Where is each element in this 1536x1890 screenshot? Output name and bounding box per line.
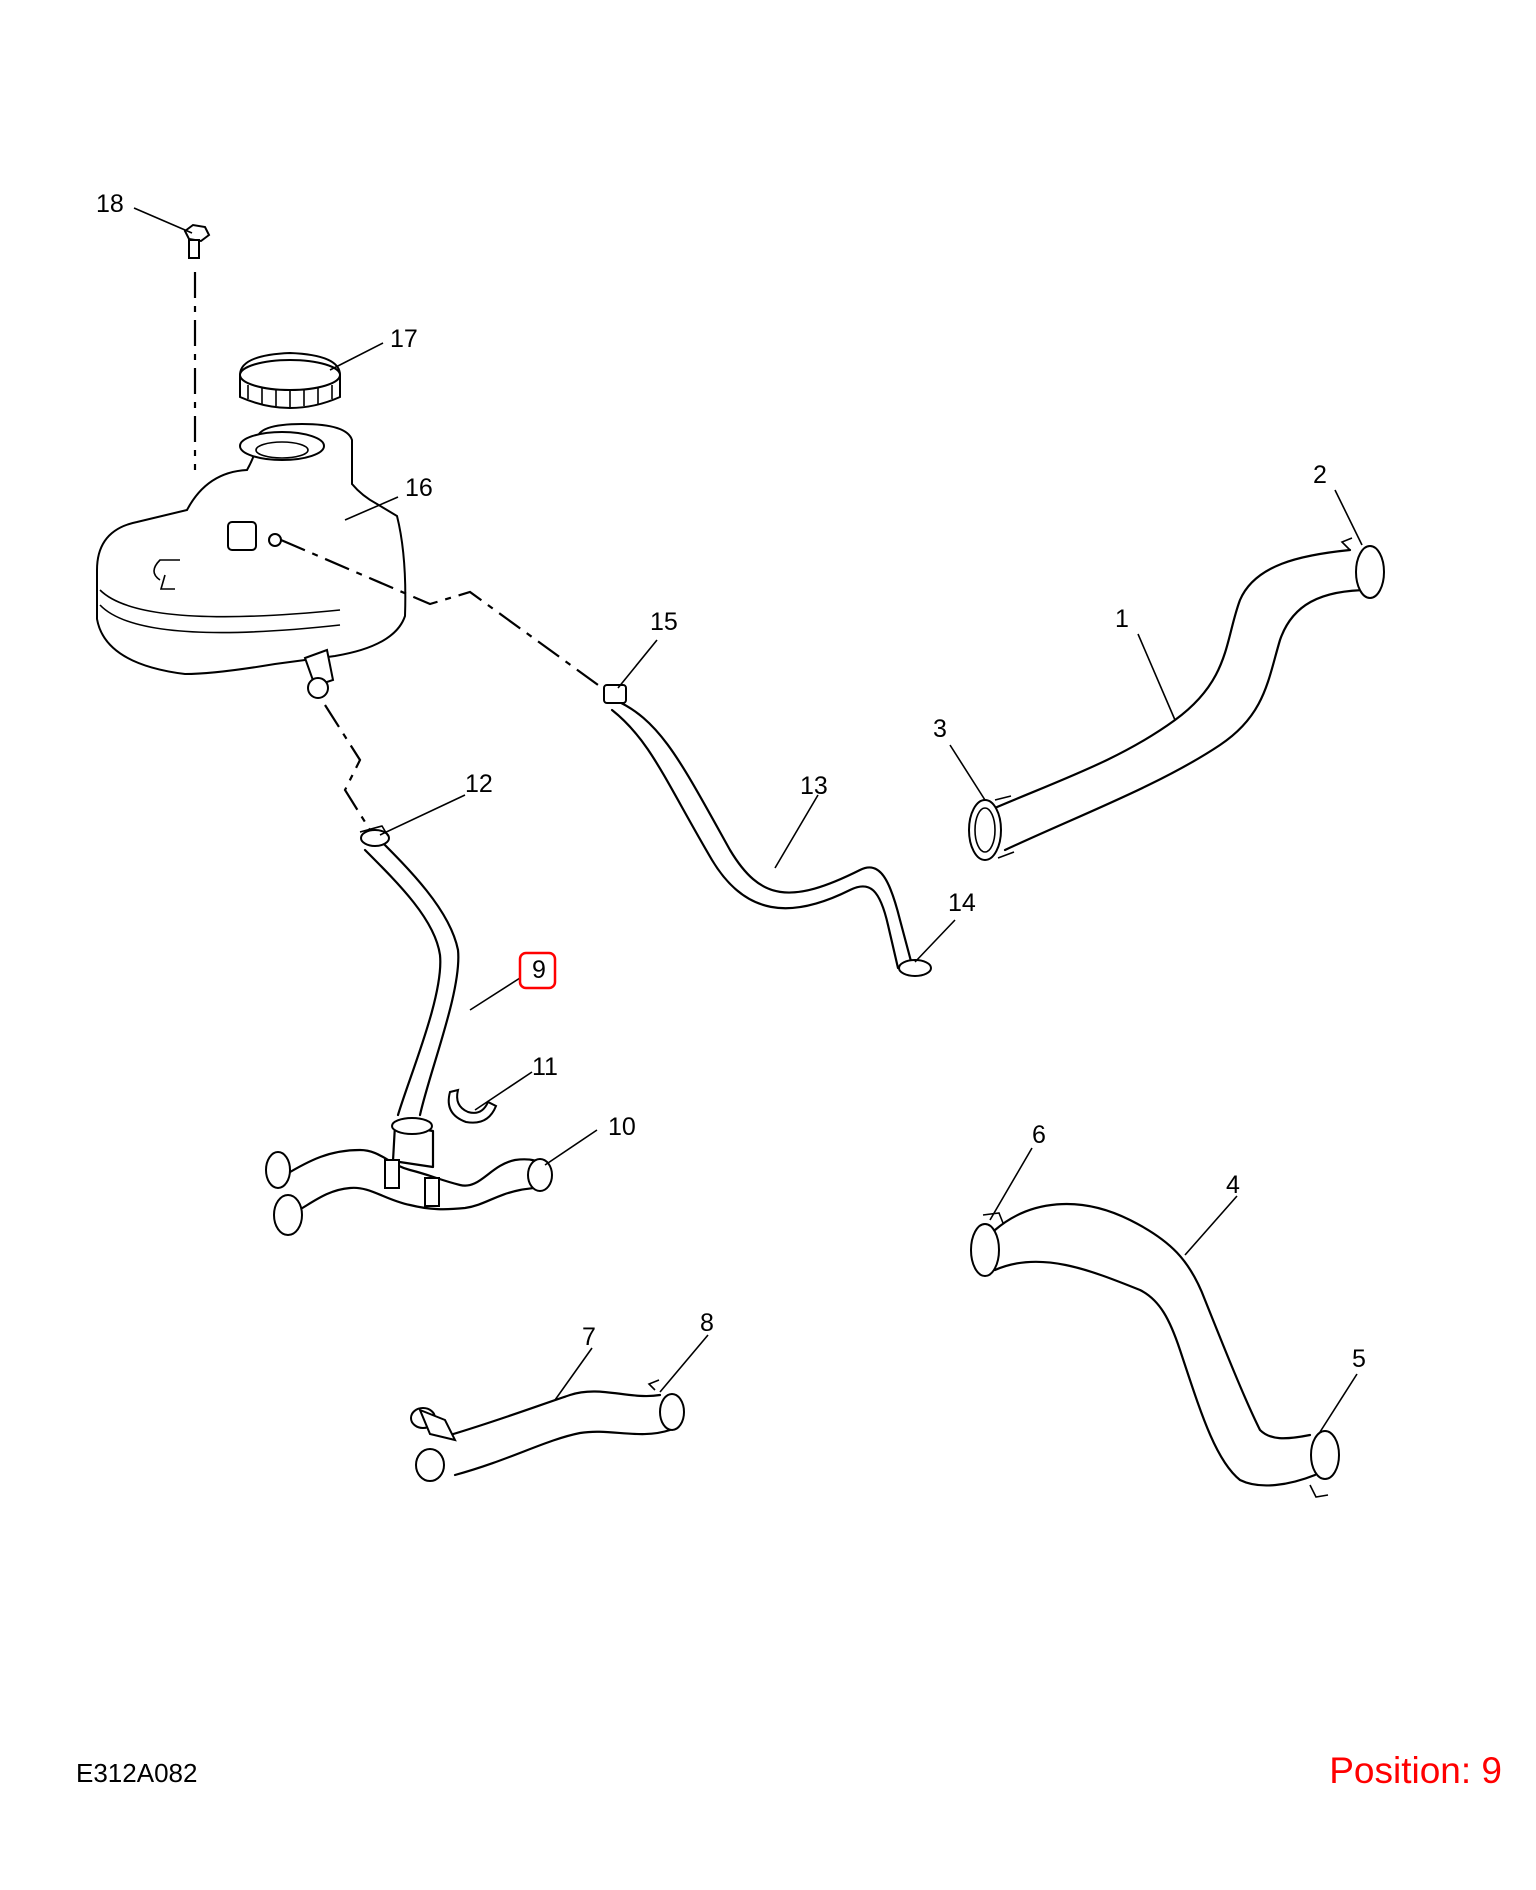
hose-13-part bbox=[603, 684, 932, 977]
callout-7: 7 bbox=[582, 1323, 596, 1351]
callout-16: 16 bbox=[405, 474, 433, 502]
callout-15: 15 bbox=[650, 608, 678, 636]
callout-6: 6 bbox=[1032, 1121, 1046, 1149]
hose-7-part bbox=[410, 1379, 685, 1482]
leader-lines bbox=[133, 207, 1363, 1433]
callout-1: 1 bbox=[1115, 605, 1129, 633]
callout-9: 9 bbox=[532, 956, 546, 984]
callout-10: 10 bbox=[608, 1113, 636, 1141]
expansion-tank-part bbox=[96, 422, 407, 699]
callout-4: 4 bbox=[1226, 1171, 1240, 1199]
callout-5: 5 bbox=[1352, 1345, 1366, 1373]
callout-12: 12 bbox=[465, 770, 493, 798]
filler-cap-part bbox=[239, 351, 341, 409]
callout-3: 3 bbox=[933, 715, 947, 743]
hose-10-part bbox=[265, 1117, 553, 1236]
callout-11: 11 bbox=[532, 1053, 558, 1081]
dash-tank-to-15 bbox=[280, 538, 606, 691]
hose-9-part bbox=[359, 825, 460, 1117]
callout-8: 8 bbox=[700, 1309, 714, 1337]
clip-part bbox=[447, 1088, 498, 1124]
bolt-part bbox=[183, 223, 211, 470]
diagram-code: E312A082 bbox=[76, 1758, 198, 1788]
position-label: Position: 9 bbox=[1329, 1750, 1502, 1791]
callout-2: 2 bbox=[1313, 461, 1327, 489]
hose-4-part bbox=[970, 1202, 1340, 1498]
callout-13: 13 bbox=[800, 772, 828, 800]
hose-1-part bbox=[968, 537, 1385, 861]
callout-17: 17 bbox=[390, 325, 418, 353]
callout-14: 14 bbox=[948, 889, 976, 917]
callout-9-highlight bbox=[518, 951, 557, 990]
callout-18: 18 bbox=[96, 190, 124, 218]
dash-tank-to-12 bbox=[324, 704, 371, 831]
